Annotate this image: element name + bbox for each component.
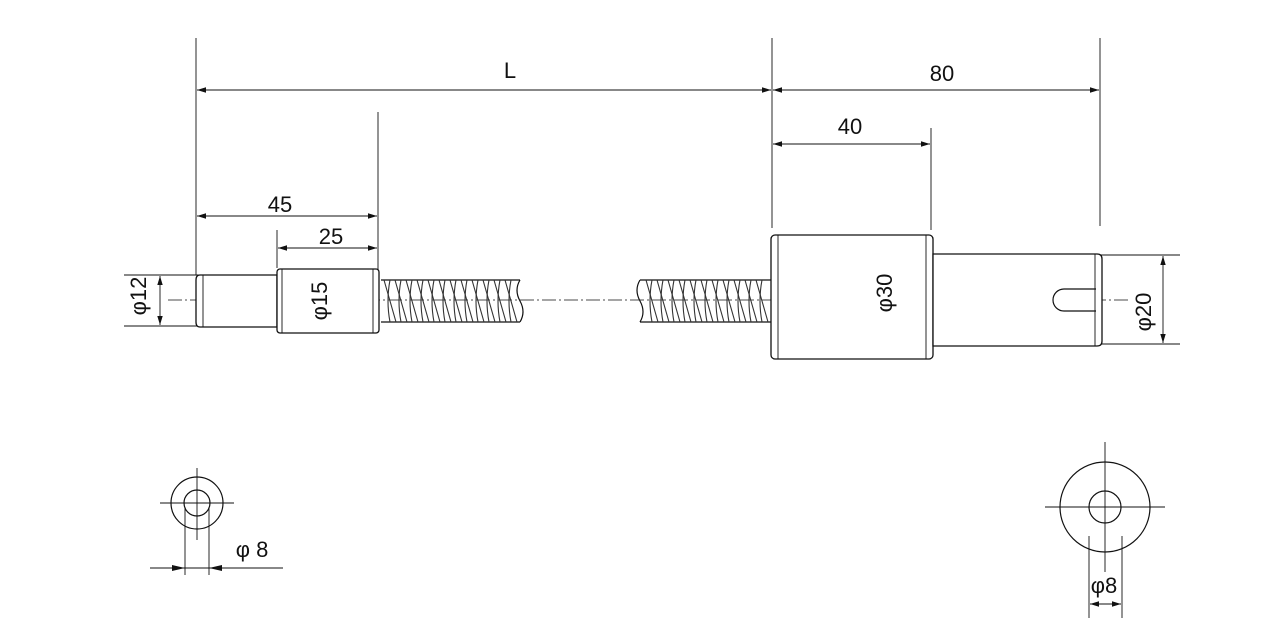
journal-section [276,268,380,334]
dim-label-45: 45 [268,192,292,217]
dim-label-phi12: φ12 [126,277,151,316]
dim-label-phi8-right: φ8 [1091,573,1118,598]
left-end-shaft [195,274,278,328]
dim-label-phi30: φ30 [872,274,897,313]
dim-label-phi20: φ20 [1131,293,1156,332]
thread-left [381,279,524,323]
ball-nut [770,234,934,360]
left-end-view [150,468,283,575]
dim-label-L: L [504,58,516,83]
thread-right [636,279,772,323]
dim-label-80: 80 [930,61,954,86]
key-slot [1052,288,1096,312]
extension-lines [124,38,1180,345]
flange-shaft [932,253,1103,347]
dim-label-phi8-left: φ 8 [236,537,269,562]
dim-label-40: 40 [838,114,862,139]
dim-label-phi15: φ15 [307,282,332,321]
right-end-view [1045,442,1165,618]
dim-label-25: 25 [319,224,343,249]
